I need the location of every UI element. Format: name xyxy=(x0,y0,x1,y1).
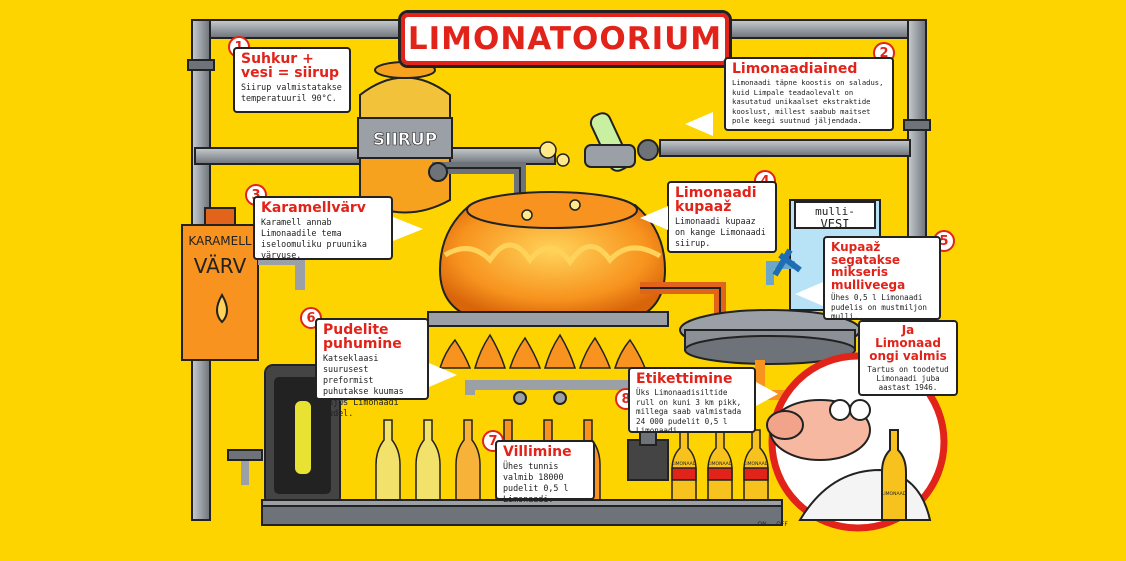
syrup-tank xyxy=(357,61,526,214)
mullivesi-label-top: mulli- xyxy=(815,205,855,218)
step-text: Karamell annab Limonaadile tema iseloomu… xyxy=(261,217,367,260)
step-heading: Limonaadi kupaaž xyxy=(675,185,757,215)
step-heading: Villimine xyxy=(503,444,572,460)
burner-flames xyxy=(438,333,647,369)
arrow-step-2 xyxy=(685,112,713,136)
step-text: Üks Limonaadisiltide rull on kuni 3 km p… xyxy=(636,388,742,436)
mascot-bottle-label: LIMONAAD xyxy=(882,491,907,497)
bottle-label-2: LIMONAAD xyxy=(708,461,733,467)
karamell-label-bottom: VÄRV xyxy=(194,254,247,278)
step-box-3: Karamellvärv Karamell annab Limonaadile … xyxy=(253,196,393,260)
caramel-canister xyxy=(181,207,305,361)
mullivesi-label-bottom: VESI xyxy=(821,217,850,231)
frame-pipes xyxy=(187,19,931,521)
machine-mark-on: ON xyxy=(757,521,766,528)
step-box-7: Villimine Ühes tunnis valmib 18000 pudel… xyxy=(495,440,595,504)
step-box-1: Suhkur + vesi = siirup Siirup valmistata… xyxy=(233,47,351,113)
labeling-machine xyxy=(627,424,669,481)
ending-box: Ja Limonaad ongi valmis Tartus on toodet… xyxy=(858,320,958,396)
mascot xyxy=(766,352,948,532)
blowing-oven xyxy=(227,364,400,506)
step-heading: Kupaaž segatakse mikseris mulliveega xyxy=(831,240,906,292)
step-text: Ühes tunnis valmib 18000 pudelit 0,5 l L… xyxy=(503,461,569,504)
step-heading: Etikettimine xyxy=(636,371,733,387)
bottle-label-1: LIMONAAD xyxy=(672,461,697,467)
step-box-6: Pudelite puhumine Katseklaasi suurusest … xyxy=(315,318,429,418)
step-text: Siirup valmistatakse temperatuuril 90°C. xyxy=(241,82,342,103)
bottle-label-3: LIMONAAD xyxy=(744,461,769,467)
ending-heading: Ja Limonaad ongi valmis xyxy=(869,323,947,363)
bubbles xyxy=(521,141,581,221)
step-text: Limonaadi kupaaz on kange Limonaadi siir… xyxy=(675,216,766,248)
page-title: LIMONATOORIUM xyxy=(398,10,732,68)
step-heading: Pudelite puhumine xyxy=(323,322,402,352)
flavour-dispenser xyxy=(584,112,659,172)
arrow-step-4 xyxy=(640,206,668,230)
step-text: Ühes 0,5 l Limonaadi pudelis on mustmilj… xyxy=(831,293,928,321)
step-box-4: Limonaadi kupaaž Limonaadi kupaaz on kan… xyxy=(667,181,777,253)
siirup-tank-label: SIIRUP xyxy=(373,130,437,150)
step-text: Limonaadi täpne koostis on saladus, kuid… xyxy=(732,78,884,125)
step-heading: Karamellvärv xyxy=(261,200,366,216)
step-heading: Suhkur + vesi = siirup xyxy=(241,51,340,81)
step-heading: Limonaadiained xyxy=(732,61,858,77)
arrow-step-6 xyxy=(429,363,457,387)
step-box-2: Limonaadiained Limonaadi täpne koostis o… xyxy=(724,57,894,131)
arrow-step-5 xyxy=(795,282,823,306)
machine-mark-off: OFF xyxy=(776,521,788,528)
karamell-label-top: KARAMELL xyxy=(188,234,252,248)
arrow-step-3 xyxy=(393,217,423,241)
step-box-5: Kupaaž segatakse mikseris mulliveega Ühe… xyxy=(823,236,941,321)
arrow-step-8 xyxy=(756,382,778,406)
step-text: Katseklaasi suurusest preformist puhutak… xyxy=(323,353,404,418)
ending-text: Tartus on toodetud Limonaadi juba aastas… xyxy=(867,365,949,392)
step-box-8: Etikettimine Üks Limonaadisiltide rull o… xyxy=(628,367,756,436)
filling-pipe xyxy=(465,380,630,405)
conveyor-belt xyxy=(261,499,783,526)
